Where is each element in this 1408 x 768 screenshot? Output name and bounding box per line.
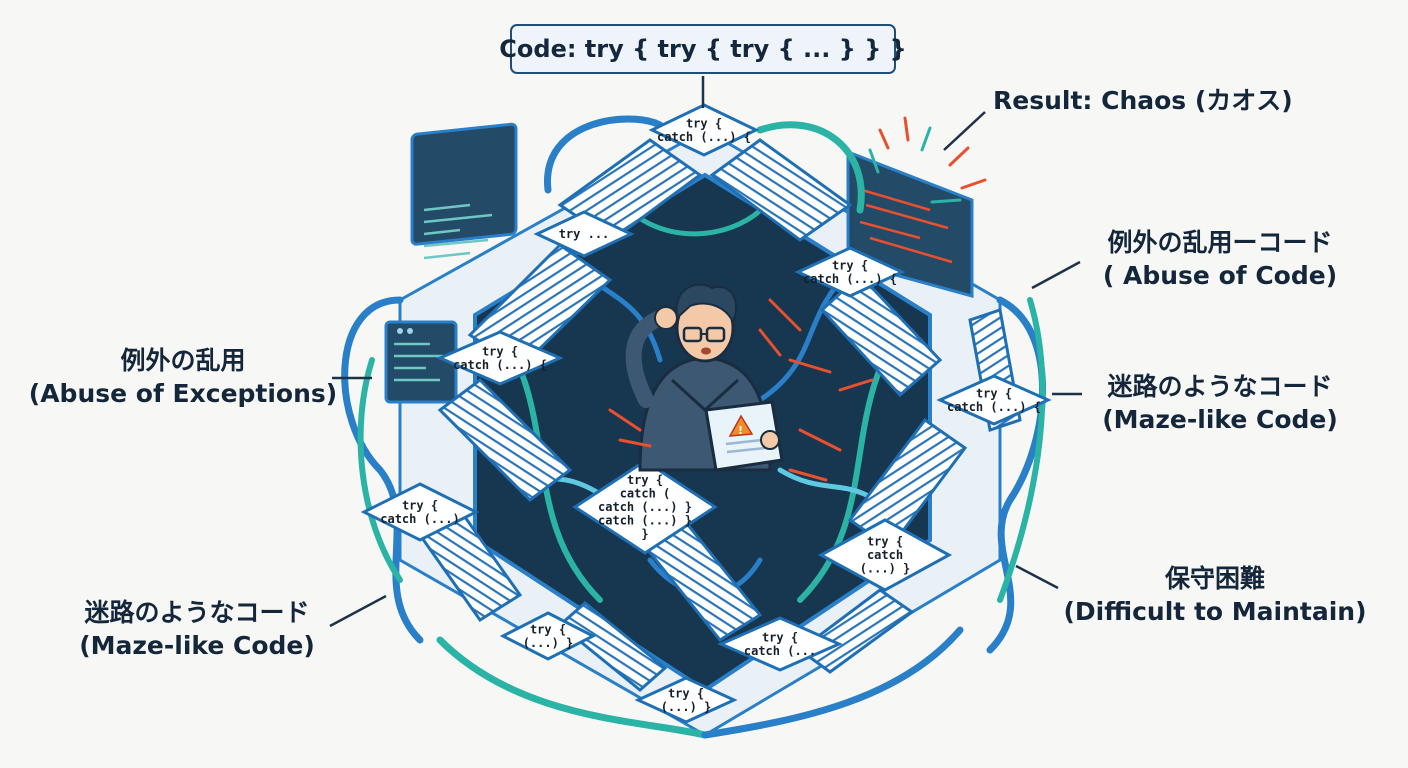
landing-code-line: (...) } [523,636,574,650]
callout-maze-left-en: (Maze-like Code) [79,631,315,660]
landing-code-line: catch (...) { [947,400,1041,414]
landing-code-line: try { [627,473,663,487]
landing-code-line: try { [530,622,566,636]
developer-figure [625,283,772,472]
landing-code-line: catch (...) } [598,500,692,514]
callout-abuse-exceptions: 例外の乱用 (Abuse of Exceptions) [28,344,338,410]
landing-code-line: catch (...) { [453,358,547,372]
landing-code-line: try { [402,498,438,512]
callout-abuse-exceptions-jp: 例外の乱用 [120,346,246,375]
landing-code-line: try { [686,116,722,130]
landing-code-line: catch (...) } [598,514,692,528]
landing-code-line: try { [482,344,518,358]
code-monitor-icon [410,122,518,260]
landing-code-line: } [641,527,648,541]
landing-center: try {catch (catch (...) }catch (...) }} [572,459,718,555]
landing-code-line: catch (...) { [657,130,751,144]
landing-code-line: catch (...) { [803,272,897,286]
landing-right: try {catch (...) { [936,374,1052,426]
result-label: Result: Chaos (カオス) [993,86,1293,115]
callout-maze-right-jp: 迷路のようなコード [1107,372,1333,401]
landing-code-line: catch [867,548,903,562]
landing-code-line: catch (...) [380,512,459,526]
code-title: Code: try { try { try { ... } } } [499,24,907,74]
landing-code-line: try { [668,686,704,700]
landing-code-line: try { [832,258,868,272]
landing-upper-left: try ... [533,210,635,258]
callout-abuse-code-en: ( Abuse of Code) [1102,261,1338,290]
landing-bottom: try {(...) } [634,676,738,724]
landing-code-line: catch (... [744,644,816,658]
callout-abuse-code-jp: 例外の乱用ーコード [1107,228,1333,257]
landing-bottom-left: try {(...) } [499,611,597,661]
landing-code-line: try { [762,630,798,644]
landing-bottom-right: try {catch (... [717,616,843,672]
callout-maze-right-en: (Maze-like Code) [1102,405,1338,434]
callout-maze-left: 迷路のようなコード (Maze-like Code) [62,596,332,662]
landing-lower-right: try {catch(...) } [817,518,953,592]
callout-abuse-code: 例外の乱用ーコード ( Abuse of Code) [1080,226,1360,292]
landing-code-line: (...) } [661,700,712,714]
landing-code-line: try ... [559,227,610,241]
leader-lines [329,76,1082,628]
callout-difficult-jp: 保守困難 [1164,564,1265,593]
code-monitor-icon [384,320,458,404]
landing-code-line: try { [867,535,903,549]
chaos-burst [608,116,987,482]
landing-code-line: (...) } [860,562,911,576]
callout-abuse-exceptions-en: (Abuse of Exceptions) [28,379,338,408]
landings: try {catch (...) {try ...try {catch (...… [360,103,1052,724]
landing-top: try {catch (...) { [648,103,760,157]
callout-maze-left-jp: 迷路のようなコード [84,598,310,627]
tablet-warning-icon: ! [704,400,784,472]
landing-code-line: catch ( [620,487,671,501]
result-callout: Result: Chaos (カオス) [993,84,1293,117]
landing-code-line: try { [976,386,1012,400]
landing-mid-left: try {catch (...) { [436,330,564,386]
svg-text:!: ! [738,424,743,437]
callout-difficult-en: (Difficult to Maintain) [1063,597,1367,626]
callout-difficult: 保守困難 (Difficult to Maintain) [1062,562,1368,628]
landing-left: try {catch (...) [360,482,480,542]
landing-upper-right: try {catch (...) { [794,246,906,298]
callout-maze-right: 迷路のようなコード (Maze-like Code) [1080,370,1360,436]
